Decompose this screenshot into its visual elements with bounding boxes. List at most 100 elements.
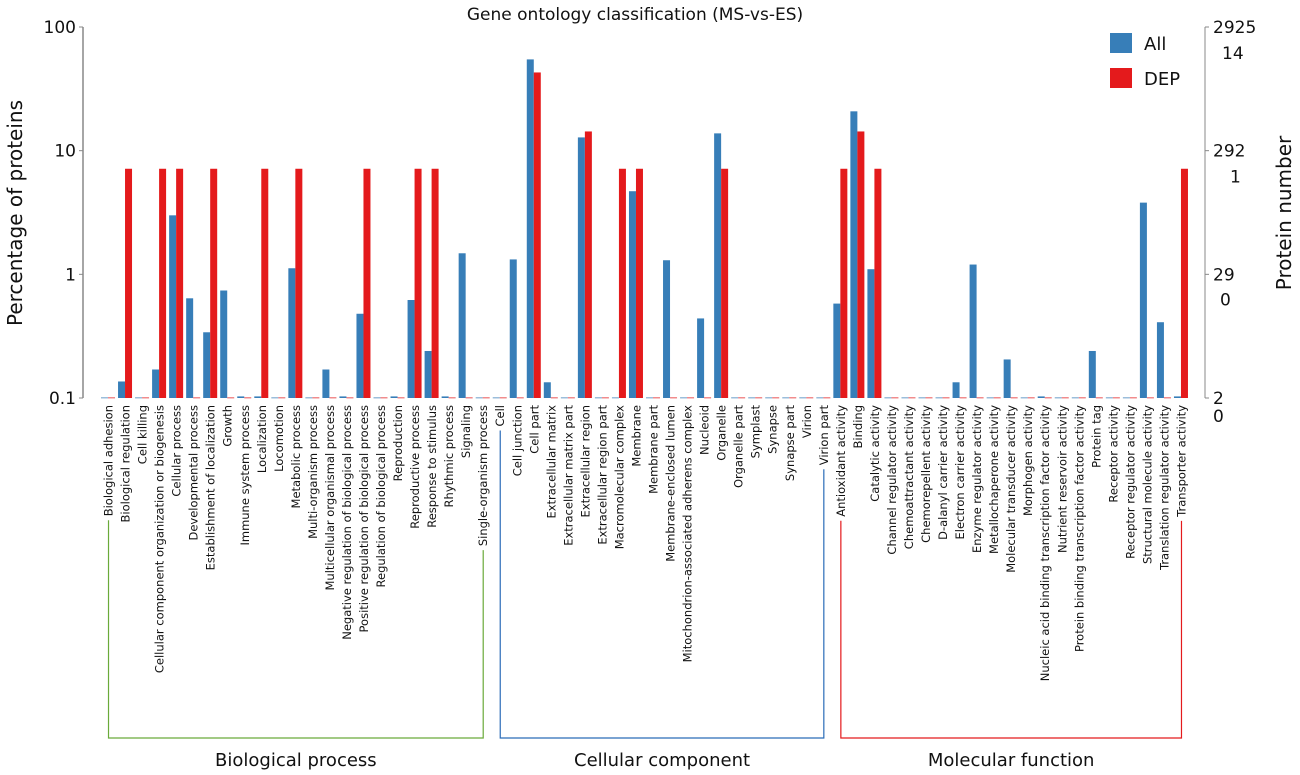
category-label: Establishment of localization — [204, 405, 218, 570]
category-label: Macromolecular complex — [612, 405, 626, 549]
group-label: Molecular function — [928, 750, 1095, 771]
category-label: Biological adhesion — [102, 405, 116, 516]
bar-dep — [874, 168, 882, 398]
bar-all — [152, 369, 160, 398]
category-label: Translation regulator activity — [1157, 405, 1171, 571]
category-label: Metallochaperone activity — [987, 405, 1001, 554]
bar-all — [101, 397, 108, 399]
category-label: Cell junction — [510, 405, 524, 476]
category-label: Signaling — [459, 405, 473, 458]
bar-dep — [414, 168, 422, 398]
category-label: Virion part — [817, 405, 831, 466]
bar-all — [1139, 202, 1147, 398]
bar-dep — [448, 397, 456, 399]
category-label: Positive regulation of biological proces… — [357, 405, 371, 632]
bar-dep — [244, 397, 252, 399]
bar-all — [356, 313, 364, 398]
category-label: Mitochondrion-associated adherens comple… — [681, 405, 695, 663]
bar-all — [867, 269, 875, 398]
bar-all — [799, 397, 807, 399]
category-label: Developmental process — [187, 405, 201, 541]
y-tick-label: 10 — [54, 142, 76, 162]
bar-all — [611, 397, 619, 399]
bar-dep — [1044, 397, 1052, 399]
category-label: Negative regulation of biological proces… — [340, 405, 354, 640]
category-label: Locomotion — [272, 405, 286, 472]
bar-all — [765, 397, 773, 399]
group-bracket — [840, 520, 1183, 739]
bar-all — [680, 397, 688, 399]
bar-all — [1156, 322, 1164, 398]
category-label: Localization — [255, 405, 269, 473]
bar-all — [1054, 397, 1062, 399]
bar-dep — [840, 168, 848, 398]
bar-all — [186, 298, 194, 398]
category-label: Synapse part — [783, 405, 797, 482]
y-axis-label-right: Protein number — [1272, 135, 1296, 290]
category-label: Multicellular organismal process — [323, 405, 337, 591]
category-label: Reproductive process — [408, 405, 422, 529]
bar-all — [697, 318, 705, 398]
bar-all — [816, 397, 824, 399]
bar-all — [441, 396, 449, 398]
bar-dep — [550, 397, 558, 399]
right-tick-label-all: 2 — [1213, 389, 1224, 409]
bar-dep — [295, 168, 303, 398]
bar-dep — [942, 397, 950, 399]
category-label: Cell part — [527, 405, 541, 454]
category-label: Receptor activity — [1106, 405, 1120, 503]
bar-all — [594, 397, 602, 399]
bar-dep — [533, 72, 541, 398]
bar-dep — [482, 397, 490, 399]
category-label: Transporter activity — [1174, 405, 1188, 518]
bar-dep — [397, 397, 405, 399]
y-tick-label: 1 — [65, 265, 76, 285]
bar-dep — [1112, 397, 1120, 399]
bar-all — [969, 264, 977, 398]
bar-dep — [142, 397, 150, 399]
bar-dep — [635, 168, 643, 398]
category-label: Membrane part — [647, 405, 661, 494]
right-tick-label-dep: 0 — [1220, 290, 1231, 310]
legend-swatch-dep — [1110, 68, 1132, 88]
category-label: Rhythmic process — [442, 405, 456, 507]
category-label: Extracellular region — [578, 405, 592, 517]
bar-all — [526, 59, 534, 399]
bar-dep — [687, 397, 695, 399]
bar-dep — [721, 168, 729, 398]
group-label: Cellular component — [574, 750, 750, 771]
bar-dep — [1078, 397, 1086, 399]
bar-all — [237, 396, 245, 398]
bar-dep — [993, 397, 1001, 399]
bar-dep — [1129, 397, 1137, 399]
right-tick-label-dep: 1 — [1230, 168, 1241, 188]
legend-swatch-all — [1110, 33, 1132, 53]
category-label: Single-organism process — [476, 405, 490, 546]
group-label: Biological process — [215, 750, 377, 771]
group-bracket — [107, 520, 484, 739]
bar-all — [1037, 396, 1045, 398]
bar-all — [135, 397, 143, 399]
bar-dep — [227, 397, 235, 399]
category-label: Biological regulation — [119, 405, 133, 522]
right-tick-label-dep: 14 — [1222, 44, 1244, 64]
category-label: Cell — [493, 405, 507, 427]
bar-all — [1020, 397, 1028, 399]
category-label: Structural molecule activity — [1140, 405, 1154, 564]
bar-dep — [653, 397, 660, 399]
bar-all — [475, 397, 483, 399]
bar-all — [663, 260, 671, 398]
category-label: Cell killing — [136, 405, 150, 464]
bar-all — [220, 290, 228, 398]
category-label: Protein binding transcription factor act… — [1072, 405, 1086, 652]
bar-dep — [670, 397, 678, 399]
bar-all — [782, 397, 790, 399]
bar-all — [628, 191, 636, 398]
right-tick-label-dep: 0 — [1213, 407, 1224, 427]
category-label: Antioxidant activity — [834, 405, 848, 517]
bar-all — [1122, 397, 1130, 399]
bar-dep — [823, 397, 831, 399]
bar-all — [203, 332, 211, 398]
bar-dep — [857, 131, 865, 398]
bar-dep — [261, 168, 269, 398]
